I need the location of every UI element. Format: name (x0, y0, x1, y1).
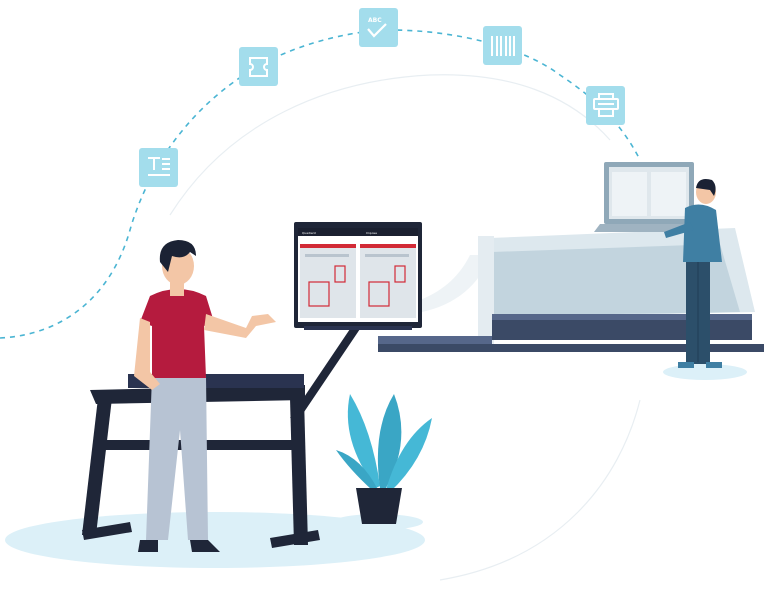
workflow-dashed-path (0, 29, 641, 339)
abc-check-icon: ABC (359, 8, 398, 47)
monitor-app-name: Quadient (302, 231, 317, 235)
ground-shadow-operator (663, 364, 747, 380)
monitor-toolbar-text: Impose (366, 231, 377, 235)
background-arc-lower (439, 399, 641, 581)
monitor-toolbar (298, 228, 418, 236)
machine-frame-post (478, 236, 494, 352)
abc-label: ABC (368, 17, 382, 24)
text-layout-icon (139, 148, 178, 187)
machine-body (492, 244, 740, 316)
workstation-monitor: Quadient Impose (294, 222, 422, 330)
paper-feed (420, 255, 490, 312)
plant-pot (356, 488, 402, 524)
operator-person (664, 179, 722, 368)
die-cut-shape-icon (239, 47, 278, 86)
barcode-icon (483, 26, 522, 65)
machine-rail (378, 344, 764, 352)
monitor-arm (290, 326, 362, 418)
potted-plant (336, 394, 432, 524)
background-arc-upper (169, 74, 611, 216)
printer-icon (586, 86, 625, 125)
presenter-person (134, 240, 276, 552)
